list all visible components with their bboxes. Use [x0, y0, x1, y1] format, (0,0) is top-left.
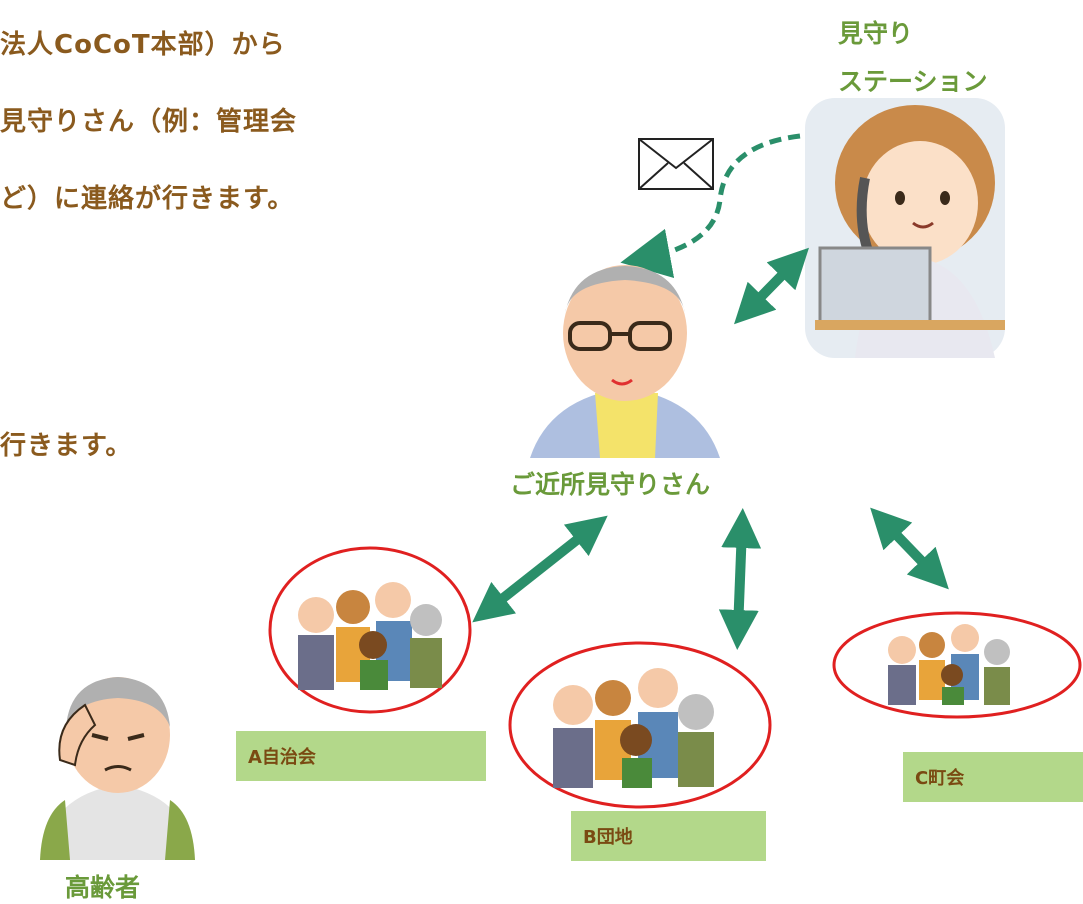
intro-line-1: 法人CoCoT本部）から: [0, 30, 286, 60]
group-b-label: B団地: [571, 811, 766, 861]
station-label-line-2: ステーション: [838, 67, 988, 96]
group-b-illustration: [508, 641, 772, 809]
neighbor-illustration: [530, 265, 720, 458]
intro-line-3: ど）に連絡が行きます。: [0, 184, 295, 214]
intro-line-4: 行きます。: [0, 431, 133, 461]
group-a-illustration: [268, 546, 472, 714]
arrow-neighbor-a: [472, 515, 608, 623]
envelope-icon: [638, 138, 714, 190]
intro-line-2: 見守りさん（例：管理会: [0, 107, 298, 137]
neighbor-label: ご近所見守りさん: [510, 470, 711, 499]
elder-illustration: [40, 677, 195, 860]
elder-label: 高齢者: [65, 873, 141, 902]
arrow-neighbor-c: [870, 507, 949, 590]
arrow-neighbor-b: [718, 508, 762, 650]
group-c-illustration: [832, 611, 1082, 719]
group-a-label: A自治会: [236, 731, 486, 781]
group-c-label: C町会: [903, 752, 1083, 802]
station-label-line-1: 見守り: [838, 19, 914, 48]
station-operator-illustration: [805, 98, 1005, 358]
arrow-neighbor-station: [734, 247, 809, 325]
